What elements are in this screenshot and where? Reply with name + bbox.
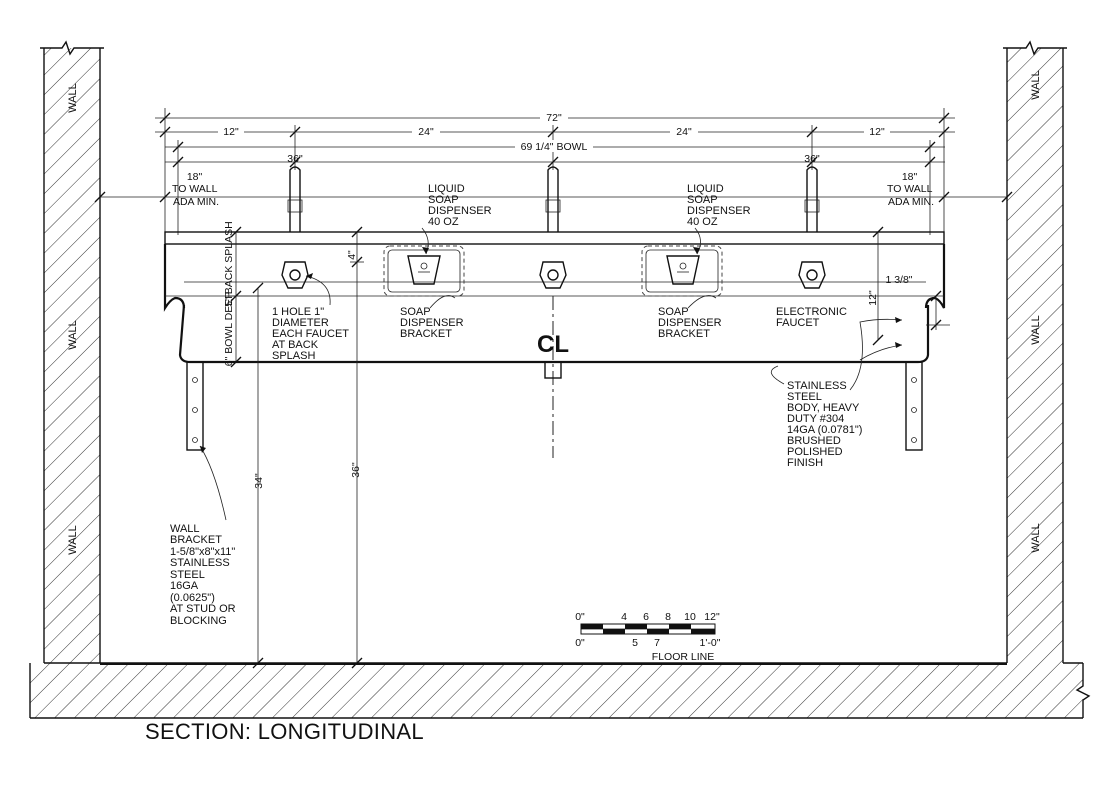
scale-top-labels: 0" 4 6 8 10 12" [575,611,720,623]
note-faucet: ELECTRONIC FAUCET [776,306,850,329]
svg-text:0": 0" [575,637,585,649]
scale-bar: 0" 4 6 8 10 12" 0" 5 7 1'-0" FLOOR LINE [575,611,721,663]
floor-line-label: FLOOR LINE [652,651,714,663]
dim-24-left: 24" [418,126,434,138]
dim-one-three-eighths: 1 3/8" [885,274,912,286]
left-wall [40,40,104,663]
note-bracket-right: SOAP DISPENSER BRACKET [658,306,725,340]
dim-to-wall-left: 18" TO WALL ADA MIN. [172,171,220,208]
svg-text:7: 7 [654,637,660,649]
section-title: SECTION: LONGITUDINAL [145,719,424,744]
scale-bottom-labels: 0" 5 7 1'-0" [575,637,721,649]
dim-36-left: 36" [287,153,303,165]
svg-text:6: 6 [643,611,649,623]
svg-text:4: 4 [621,611,627,623]
svg-text:5: 5 [632,637,638,649]
dim-12-left: 12" [223,126,239,138]
right-wall [1003,40,1067,663]
wall-labels: WALL WALL WALL WALL WALL WALL [67,70,1042,555]
wall-brackets [186,361,923,451]
wall-label-right-bot: WALL [1030,523,1042,553]
centerline: CL [537,296,569,458]
dim-bowl: 69 1/4" BOWL [521,141,588,153]
dim-four: 4" [346,250,358,260]
centerline-symbol: CL [537,331,569,358]
note-bracket-left: SOAP DISPENSER BRACKET [400,306,467,340]
faucet-spouts [287,166,820,232]
svg-text:1'-0": 1'-0" [700,637,721,649]
dim-bowl-deep: 6" BOWL DEEP [223,292,235,367]
faucet-bodies [281,261,826,289]
note-wall-bracket: WALL BRACKET 1-5/8"x8"x11" STAINLESS STE… [170,523,239,627]
dim-height-34: 34" [253,473,265,489]
notes: LIQUID SOAP DISPENSER 40 OZ LIQUID SOAP … [170,183,866,627]
dim-to-wall-right: 18" TO WALL ADA MIN. [887,171,935,208]
wall-label-left-top: WALL [67,83,79,113]
wall-label-right-mid: WALL [1030,315,1042,345]
dimension-texts: 72" 12" 24" 24" 12" 69 1/4" BOWL 36" 36"… [172,111,935,208]
svg-text:10: 10 [684,611,696,623]
leader-lines [199,227,903,521]
wall-label-right-top: WALL [1030,70,1042,100]
svg-text:0": 0" [575,611,585,623]
note-hole: 1 HOLE 1" DIAMETER EACH FAUCET AT BACK S… [272,306,352,362]
svg-text:12": 12" [704,611,720,623]
dim-36-right: 36" [804,153,820,165]
vertical-dimensions [230,226,950,669]
floor [29,662,1091,719]
soap-dispensers [383,245,723,297]
wall-label-left-bot: WALL [67,525,79,555]
dim-12-right: 12" [869,126,885,138]
note-soap-left: LIQUID SOAP DISPENSER 40 OZ [428,183,495,228]
dim-height-36: 36" [350,462,362,478]
note-soap-right: LIQUID SOAP DISPENSER 40 OZ [687,183,754,228]
vertical-dim-texts: 5" BACK SPLASH 6" BOWL DEEP 4" 12" 1 3/8… [223,221,913,488]
wall-label-left-mid: WALL [67,320,79,350]
note-body: STAINLESS STEEL BODY, HEAVY DUTY #304 14… [787,380,866,469]
dim-backsplash: 5" BACK SPLASH [223,221,235,306]
dim-24-right: 24" [676,126,692,138]
svg-text:8: 8 [665,611,671,623]
dim-twelve: 12" [867,290,879,306]
dim-overall: 72" [546,112,562,124]
